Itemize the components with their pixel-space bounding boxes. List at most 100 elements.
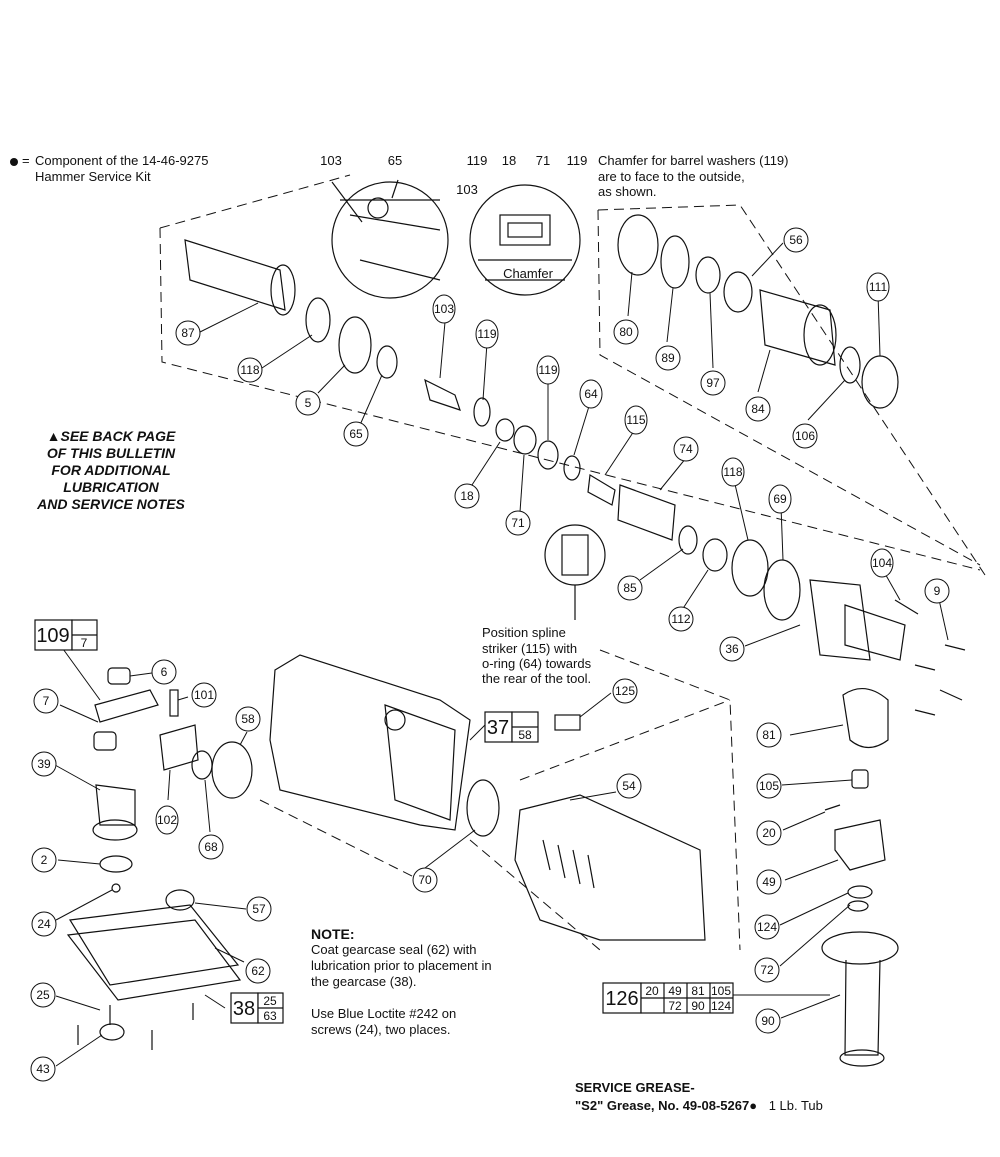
svg-text:80: 80 <box>619 325 633 339</box>
svg-text:104: 104 <box>872 556 892 570</box>
callout-125: 125 <box>612 678 638 704</box>
svg-text:6: 6 <box>161 665 168 679</box>
part-36-flange <box>809 579 871 661</box>
legend-dot-icon <box>10 158 18 166</box>
part-57 <box>165 889 195 911</box>
kit-boxes <box>34 619 734 1024</box>
callout-6: 6 <box>151 659 177 685</box>
part-90-handle-top <box>821 931 899 965</box>
callout-43: 43 <box>30 1056 56 1082</box>
detail2-label-71: 71 <box>536 153 550 168</box>
svg-text:65: 65 <box>349 427 363 441</box>
kit-126-r2c2: 90 <box>691 999 705 1013</box>
callout-72: 72 <box>754 957 780 983</box>
svg-text:69: 69 <box>773 492 787 506</box>
part-102 <box>159 724 199 771</box>
svg-text:90: 90 <box>761 1014 775 1028</box>
part-18 <box>495 418 515 442</box>
callout-115: 115 <box>624 405 648 435</box>
part-106 <box>839 346 861 384</box>
svg-text:72: 72 <box>760 963 774 977</box>
callout-57: 57 <box>246 896 272 922</box>
part-43 <box>99 1023 125 1041</box>
svg-text:18: 18 <box>460 489 474 503</box>
callout-112: 112 <box>668 606 694 632</box>
svg-text:118: 118 <box>240 363 259 377</box>
callout-101: 101 <box>191 682 217 708</box>
legend-equals: = <box>22 153 30 168</box>
chamfer-note-3: as shown. <box>598 184 657 199</box>
part-89 <box>660 235 690 289</box>
svg-text:71: 71 <box>511 516 525 530</box>
kit-126-r2c3: 124 <box>711 999 731 1013</box>
svg-text:7: 7 <box>43 694 50 708</box>
part-71 <box>513 425 537 455</box>
callout-89: 89 <box>655 345 681 371</box>
part-105 <box>851 769 869 789</box>
svg-text:119: 119 <box>477 327 496 341</box>
svg-text:125: 125 <box>615 684 635 698</box>
svg-text:49: 49 <box>762 875 776 889</box>
svg-text:56: 56 <box>789 233 803 247</box>
callout-81: 81 <box>756 722 782 748</box>
callout-2: 2 <box>31 847 57 873</box>
callout-87: 87 <box>175 320 201 346</box>
svg-text:58: 58 <box>241 712 255 726</box>
part-84 <box>759 289 836 366</box>
svg-text:57: 57 <box>252 902 266 916</box>
svg-text:5: 5 <box>305 396 312 410</box>
kit-126-r1c1: 20 <box>645 984 659 998</box>
callout-124: 124 <box>754 914 780 940</box>
callout-80: 80 <box>613 319 639 345</box>
svg-text:115: 115 <box>626 413 645 427</box>
callout-64: 64 <box>579 379 603 409</box>
detail2-label-18: 18 <box>502 153 516 168</box>
kit-38-main: 38 <box>233 998 255 1020</box>
callout-118: 118 <box>237 357 263 383</box>
svg-text:87: 87 <box>181 326 195 340</box>
service-grease: SERVICE GREASE- "S2" Grease, No. 49-08-5… <box>575 1079 823 1115</box>
spline-note-1: Position spline <box>482 625 566 640</box>
callout-103: 103 <box>432 294 456 324</box>
part-70 <box>466 779 500 837</box>
callout-25: 25 <box>30 982 56 1008</box>
part-125 <box>554 714 581 731</box>
callout-56: 56 <box>783 227 809 253</box>
part-112 <box>702 538 728 572</box>
svg-text:124: 124 <box>757 920 777 934</box>
part-5 <box>338 316 372 374</box>
part-118 <box>305 297 331 343</box>
callout-111: 111 <box>866 272 890 302</box>
part-101 <box>169 689 179 717</box>
callout-65: 65 <box>343 421 369 447</box>
kit-38-bottom: 63 <box>263 1009 277 1023</box>
part-49 <box>834 819 886 871</box>
callout-118b: 118 <box>721 457 745 487</box>
callout-84: 84 <box>745 396 771 422</box>
callout-62: 62 <box>245 958 271 984</box>
callout-119b: 119 <box>536 355 560 385</box>
svg-text:36: 36 <box>725 642 739 656</box>
part-72 <box>847 900 869 912</box>
svg-text:105: 105 <box>759 779 779 793</box>
svg-text:97: 97 <box>706 376 720 390</box>
part-64 <box>563 455 581 481</box>
detail1-label-103: 103 <box>320 153 342 168</box>
svg-text:64: 64 <box>584 387 598 401</box>
svg-text:24: 24 <box>37 917 51 931</box>
callout-9: 9 <box>924 578 950 604</box>
svg-text:68: 68 <box>204 840 218 854</box>
kit-38-top: 25 <box>263 994 277 1008</box>
kit-109-sub: 7 <box>81 636 88 650</box>
part-69 <box>763 559 801 621</box>
svg-text:74: 74 <box>679 442 693 456</box>
part-119a <box>473 397 491 427</box>
assembly-line-housing <box>599 649 741 951</box>
part-74 <box>617 484 676 541</box>
kit-126-main: 126 <box>605 988 638 1010</box>
legend-line-2: Hammer Service Kit <box>35 169 151 184</box>
callout-105: 105 <box>756 773 782 799</box>
grease-qty: 1 Lb. Tub <box>768 1098 823 1113</box>
